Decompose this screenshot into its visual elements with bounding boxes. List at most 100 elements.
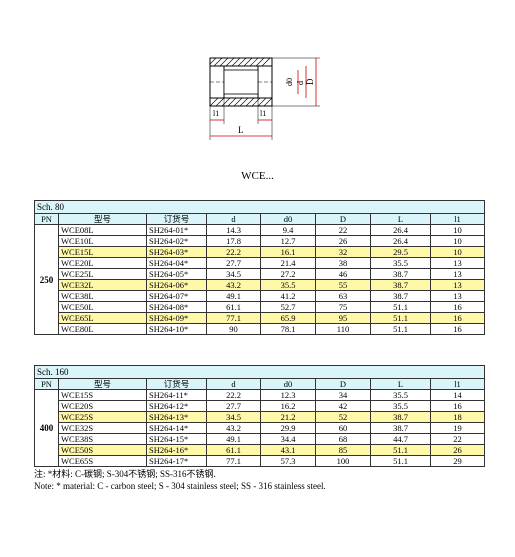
l1-left-label: l1 xyxy=(213,109,219,118)
cell-model: WCE20S xyxy=(58,400,147,412)
cell-model: WCE25L xyxy=(58,268,147,280)
column-header: l1 xyxy=(430,213,485,225)
cell-d: 46 xyxy=(315,268,371,280)
cell-l: 26.4 xyxy=(370,224,431,236)
cell-l: 35.5 xyxy=(370,389,431,401)
column-header: d0 xyxy=(260,378,316,390)
cell-d: 61.1 xyxy=(206,301,261,313)
cell-d0: 16.2 xyxy=(260,400,316,412)
cell-d0: 57.3 xyxy=(260,455,316,467)
cell-d0: 21.4 xyxy=(260,257,316,269)
cell-d: 22 xyxy=(315,224,371,236)
cell-l: 51.1 xyxy=(370,312,431,324)
cell-order: SH264-10* xyxy=(146,323,207,335)
cell-order: SH264-12* xyxy=(146,400,207,412)
cell-l1: 10 xyxy=(430,246,485,258)
cell-order: SH264-03* xyxy=(146,246,207,258)
column-header: 型号 xyxy=(58,213,147,225)
cell-d: 32 xyxy=(315,246,371,258)
column-header: L xyxy=(370,378,431,390)
cell-l1: 13 xyxy=(430,257,485,269)
cell-model: WCE38L xyxy=(58,290,147,302)
cell-d: 63 xyxy=(315,290,371,302)
column-header: d xyxy=(206,378,261,390)
cell-d0: 78.1 xyxy=(260,323,316,335)
cell-l: 38.7 xyxy=(370,290,431,302)
cell-d: 27.7 xyxy=(206,257,261,269)
cell-d0: 52.7 xyxy=(260,301,316,313)
column-header: d0 xyxy=(260,213,316,225)
cell-l: 44.7 xyxy=(370,433,431,445)
cell-d: 52 xyxy=(315,411,371,423)
cell-l1: 14 xyxy=(430,389,485,401)
cell-d: 60 xyxy=(315,422,371,434)
cell-d: 85 xyxy=(315,444,371,456)
material-note-cn: 注: *材料: C-碳钢; S-304不锈钢; SS-316不锈钢. xyxy=(34,469,216,479)
cell-l1: 13 xyxy=(430,279,485,291)
cell-d: 49.1 xyxy=(206,290,261,302)
cell-d: 61.1 xyxy=(206,444,261,456)
cell-l1: 19 xyxy=(430,422,485,434)
cell-order: SH264-05* xyxy=(146,268,207,280)
cell-d: 77.1 xyxy=(206,312,261,324)
cell-d: 27.7 xyxy=(206,400,261,412)
cell-d: 34 xyxy=(315,389,371,401)
cell-d: 55 xyxy=(315,279,371,291)
column-header: 订货号 xyxy=(146,378,207,390)
cell-l1: 18 xyxy=(430,411,485,423)
cell-d0: 35.5 xyxy=(260,279,316,291)
cell-d: 43.2 xyxy=(206,279,261,291)
pn-cell: 400 xyxy=(34,389,59,467)
cell-order: SH264-02* xyxy=(146,235,207,247)
cell-d: 100 xyxy=(315,455,371,467)
cell-model: WCE65L xyxy=(58,312,147,324)
cell-d: 17.8 xyxy=(206,235,261,247)
cell-l1: 16 xyxy=(430,400,485,412)
cell-d: 110 xyxy=(315,323,371,335)
cell-l: 38.7 xyxy=(370,279,431,291)
schedule-row: Sch. 80 xyxy=(34,200,485,214)
cell-l1: 16 xyxy=(430,312,485,324)
column-header: d xyxy=(206,213,261,225)
l1-right-label: l1 xyxy=(260,109,266,118)
cell-order: SH264-04* xyxy=(146,257,207,269)
column-header: L xyxy=(370,213,431,225)
cell-d0: 27.2 xyxy=(260,268,316,280)
schedule-row: Sch. 160 xyxy=(34,365,485,379)
cell-l1: 29 xyxy=(430,455,485,467)
cell-d: 49.1 xyxy=(206,433,261,445)
column-header: l1 xyxy=(430,378,485,390)
cell-d0: 21.2 xyxy=(260,411,316,423)
cell-d: 34.5 xyxy=(206,268,261,280)
cell-model: WCE20L xyxy=(58,257,147,269)
cell-model: WCE08L xyxy=(58,224,147,236)
cell-order: SH264-17* xyxy=(146,455,207,467)
column-header: 型号 xyxy=(58,378,147,390)
cell-d: 14.3 xyxy=(206,224,261,236)
d0-label: d0 xyxy=(285,78,294,86)
cell-d: 77.1 xyxy=(206,455,261,467)
cell-d: 75 xyxy=(315,301,371,313)
length-label: L xyxy=(238,125,244,135)
cell-model: WCE15L xyxy=(58,246,147,258)
cell-order: SH264-08* xyxy=(146,301,207,313)
cell-d0: 65.9 xyxy=(260,312,316,324)
cell-d: 38 xyxy=(315,257,371,269)
cell-l1: 13 xyxy=(430,268,485,280)
product-title: WCE... xyxy=(241,170,274,182)
cell-l: 35.5 xyxy=(370,257,431,269)
